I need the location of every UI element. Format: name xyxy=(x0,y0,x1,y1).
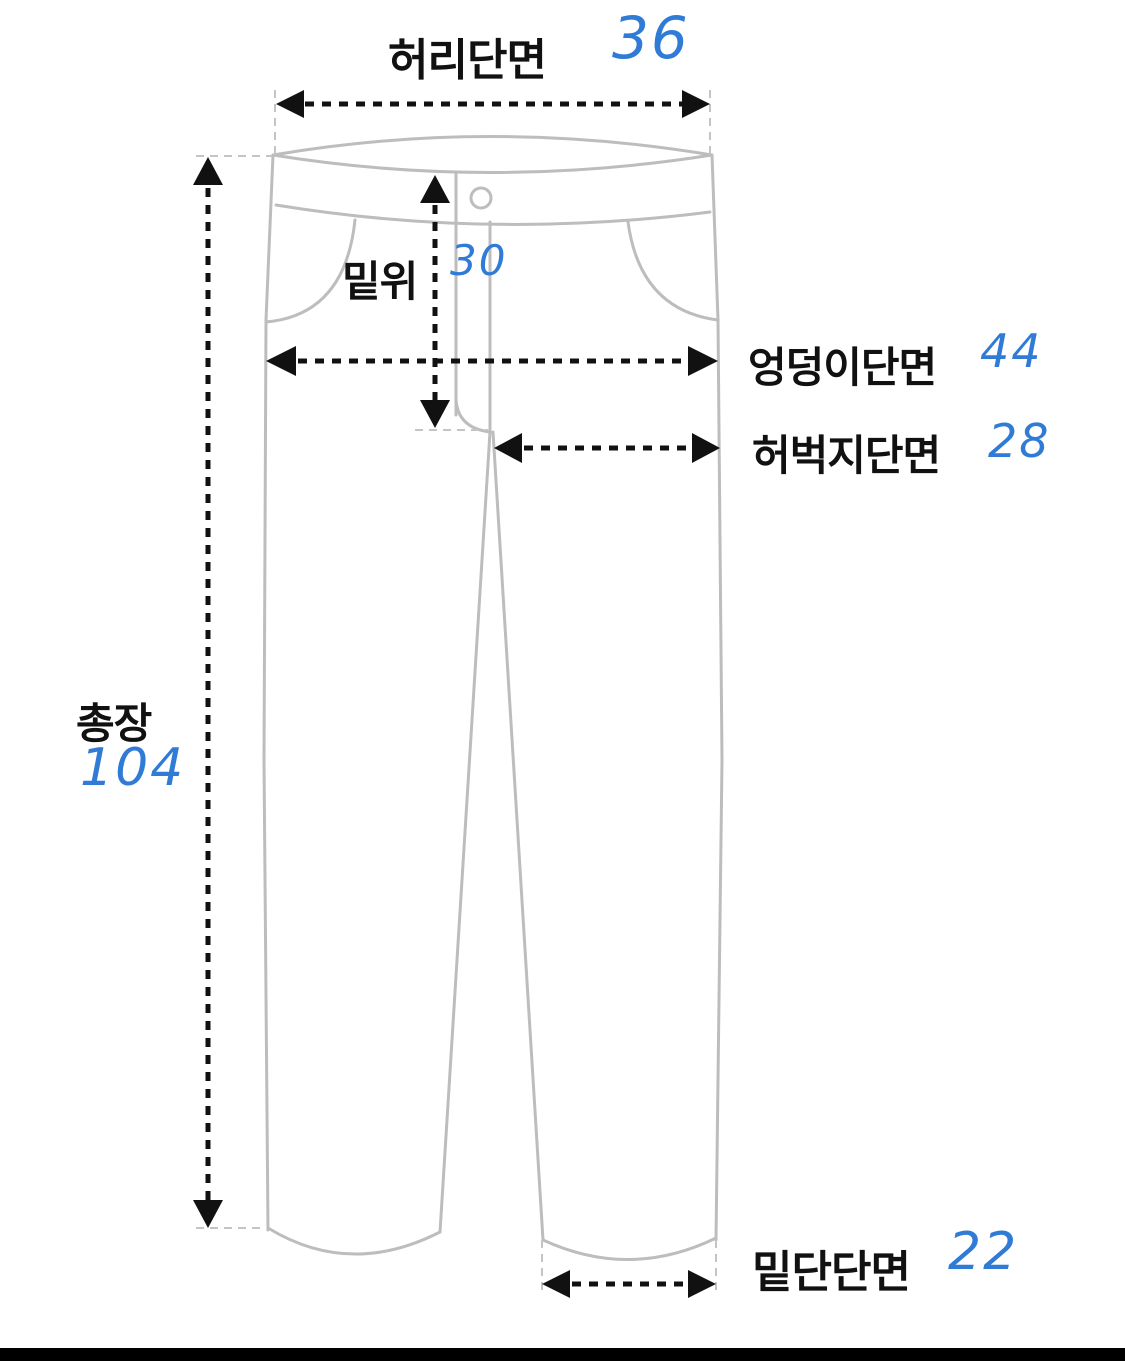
hem-label: 밑단단면 xyxy=(752,1247,911,1298)
arrowhead-left-icon xyxy=(542,1270,570,1298)
waist-value: 36 xyxy=(612,4,690,72)
guide-lines xyxy=(196,90,717,1295)
left-pocket xyxy=(264,218,357,324)
right-hem xyxy=(541,1236,718,1261)
hip-label: 엉덩이단면 xyxy=(748,343,937,392)
left-leg-outer-seam xyxy=(262,153,275,1232)
pants-outline xyxy=(262,135,724,1261)
waistband-lower-edge xyxy=(274,203,712,226)
arrowheads xyxy=(193,90,720,1298)
arrowhead-up-icon xyxy=(193,157,223,185)
bottom-black-bar xyxy=(0,1348,1125,1361)
hem-value: 22 xyxy=(948,1222,1019,1282)
total-length-value: 104 xyxy=(80,738,186,798)
left-leg-inner-seam xyxy=(438,430,492,1234)
arrowhead-down-icon xyxy=(420,400,450,428)
waistband-top-ellipse xyxy=(271,135,714,174)
total-length-label: 총장 xyxy=(76,699,152,748)
arrowhead-right-icon xyxy=(688,1270,716,1298)
arrowhead-left-icon xyxy=(494,433,522,463)
thigh-label: 허벅지단면 xyxy=(752,431,941,480)
arrowhead-left-icon xyxy=(266,346,296,376)
arrowhead-left-icon xyxy=(276,90,304,118)
right-leg-inner-seam xyxy=(491,430,545,1242)
right-leg-outer-seam xyxy=(710,153,724,1242)
hip-value: 44 xyxy=(980,324,1043,378)
rise-label: 밑위 xyxy=(342,257,418,306)
right-pocket xyxy=(626,220,720,322)
measurement-arrows xyxy=(205,101,690,1287)
waistband-button xyxy=(469,186,493,210)
arrowhead-right-icon xyxy=(688,346,718,376)
arrowhead-right-icon xyxy=(682,90,710,118)
left-hem xyxy=(266,1226,442,1256)
arrowhead-down-icon xyxy=(193,1200,223,1228)
waist-label: 허리단면 xyxy=(388,35,547,86)
thigh-value: 28 xyxy=(988,414,1051,468)
arrowhead-up-icon xyxy=(420,175,450,203)
rise-value: 30 xyxy=(450,236,508,285)
fly-curve xyxy=(454,398,492,434)
arrowhead-right-icon xyxy=(692,433,720,463)
